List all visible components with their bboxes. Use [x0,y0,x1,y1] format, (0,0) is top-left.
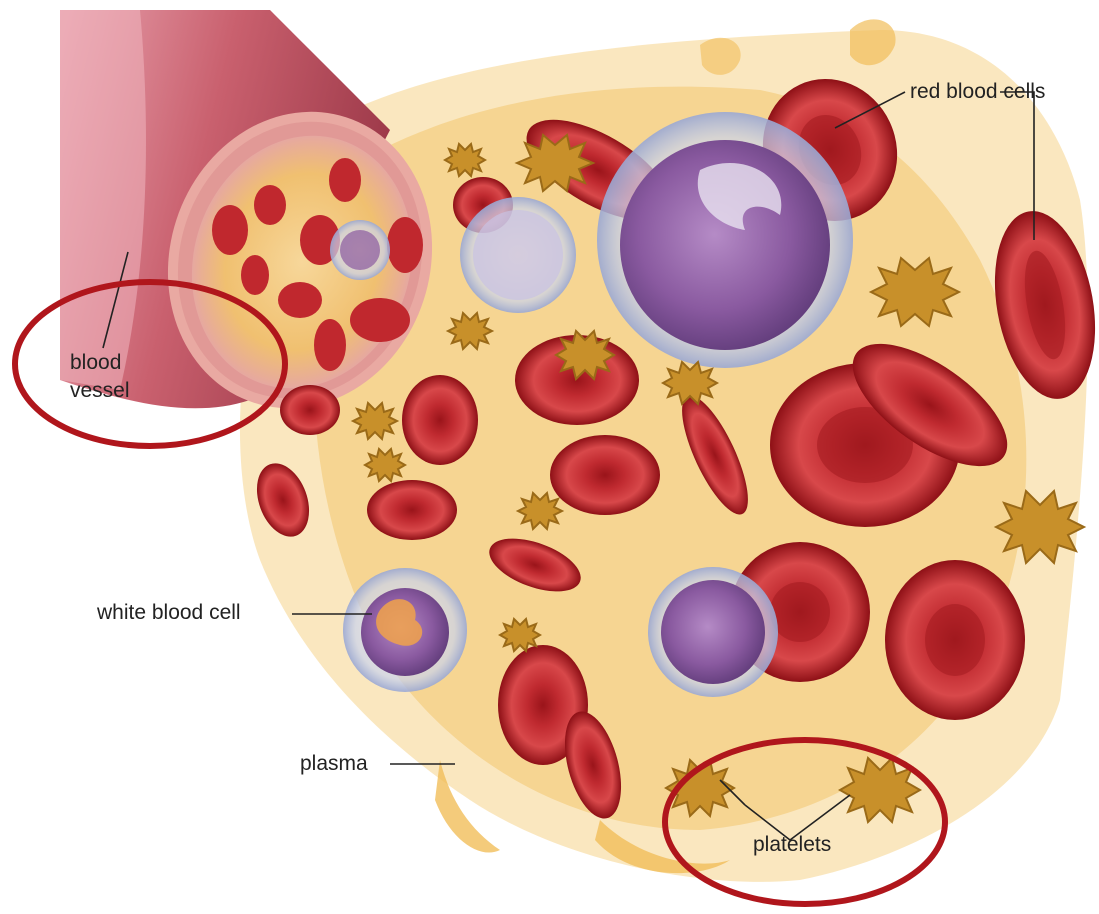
wbc [460,197,576,313]
label-blood-vessel-line1: blood [70,350,121,376]
label-red-blood-cells: red blood cells [910,79,1045,105]
rbc [550,435,660,515]
wbc-labeled [343,568,467,692]
label-blood-vessel-line2: vessel [70,378,130,404]
label-white-blood-cell: white blood cell [97,600,241,626]
label-plasma: plasma [300,751,368,777]
rbc [367,480,457,540]
rbc [402,375,478,465]
wbc-in-vessel [330,220,390,280]
platelet [365,449,405,481]
platelet [445,144,485,176]
rbc [280,385,340,435]
label-platelets: platelets [753,832,831,858]
wbc [648,567,778,697]
platelet [500,619,540,651]
wbc-large [597,112,853,368]
rbc [885,560,1025,720]
